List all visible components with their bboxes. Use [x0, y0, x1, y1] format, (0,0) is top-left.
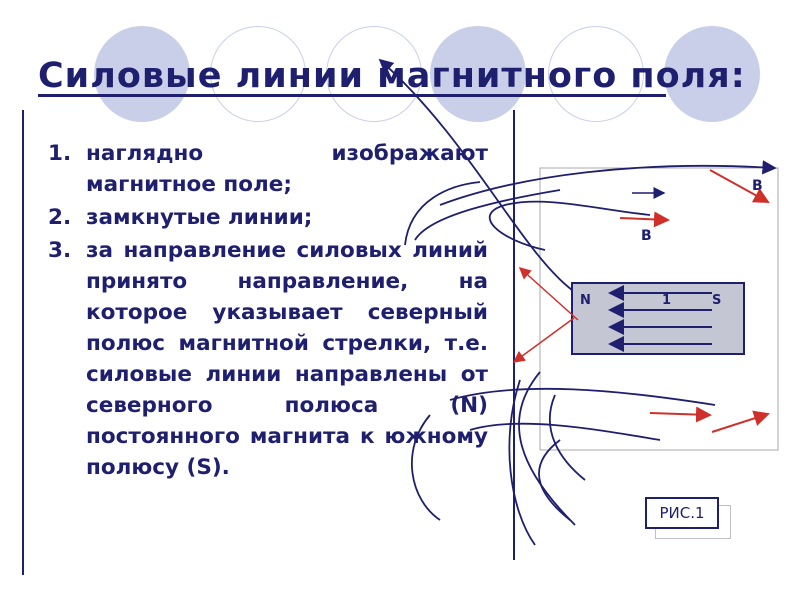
decor-circle: [430, 26, 526, 122]
decor-circle: [326, 26, 422, 122]
decor-circle: [94, 26, 190, 122]
field-line: [439, 160, 777, 206]
field-line: [449, 387, 716, 406]
center-divider: [513, 110, 515, 560]
induction-label-top: B: [752, 178, 763, 194]
induction-vector-lower: [649, 406, 712, 423]
item-text: замкнутые линии;: [86, 205, 313, 230]
magnet-bar: [571, 282, 745, 355]
field-line: [410, 414, 441, 521]
left-divider: [22, 110, 24, 575]
item-number: 1.: [48, 141, 72, 166]
induction-vector-lower-right: [711, 410, 770, 433]
field-line: [488, 200, 651, 251]
induction-vector-top: [709, 169, 770, 203]
property-list: 1. наглядно изображают магнитное поле; 2…: [48, 138, 488, 485]
field-line: [378, 58, 573, 291]
field-line: [508, 379, 536, 546]
field-line: [404, 181, 481, 246]
induction-vector-mid: [619, 211, 670, 228]
magnet-number-label: 1: [662, 293, 671, 308]
figure-caption: РИС.1: [645, 497, 719, 529]
decor-circle: [664, 26, 760, 122]
field-line: [469, 422, 661, 441]
list-item: 3. за направление силовых линий принято …: [48, 235, 488, 483]
field-line: [414, 189, 561, 241]
field-line: [538, 439, 571, 521]
decor-circle: [548, 26, 644, 122]
decor-circle: [210, 26, 306, 122]
induction-vector-left-up: [518, 266, 579, 321]
item-number: 3.: [48, 238, 72, 263]
list-item: 2. замкнутые линии;: [48, 202, 488, 233]
induction-vector-left-down: [512, 317, 575, 363]
field-line: [518, 371, 576, 526]
list-item: 1. наглядно изображают магнитное поле;: [48, 138, 488, 200]
south-pole-label: S: [712, 293, 721, 308]
item-text: наглядно изображают магнитное поле;: [86, 141, 488, 197]
figure-frame: [539, 167, 779, 451]
item-number: 2.: [48, 205, 72, 230]
item-text: за направление силовых линий принято нап…: [86, 238, 488, 480]
title-underline: [38, 94, 666, 97]
field-line: [549, 394, 586, 481]
induction-label-mid: B: [641, 228, 652, 244]
north-pole-label: N: [580, 293, 591, 308]
